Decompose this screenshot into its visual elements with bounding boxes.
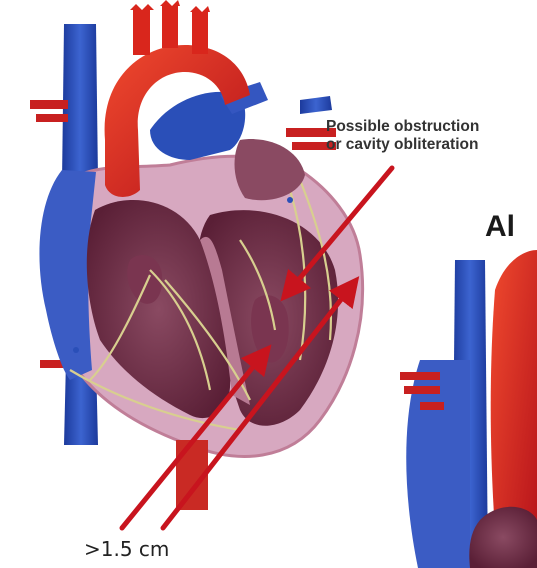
left-subclavian-artery — [192, 12, 208, 54]
left-common-carotid — [162, 6, 178, 48]
obstruction-label: Possible obstruction or cavity obliterat… — [326, 118, 536, 154]
obstruction-label-line2: or cavity obliteration — [326, 136, 536, 154]
marker-dot — [287, 197, 293, 203]
obstruction-label-line1: Possible obstruction — [326, 118, 536, 136]
secondary-vessel — [400, 372, 440, 380]
right-pulmonary-artery — [30, 100, 68, 109]
partial-heading: Al — [485, 210, 515, 244]
marker-dot — [73, 347, 79, 353]
right-pulmonary-artery — [36, 114, 68, 122]
secondary-vessel — [420, 402, 444, 410]
secondary-heart-partial — [400, 250, 537, 568]
measurement-label: >1.5 cm — [84, 537, 169, 561]
pulmonary-vein — [300, 96, 332, 114]
brachiocephalic-artery — [133, 10, 150, 55]
secondary-vessel — [404, 386, 440, 394]
